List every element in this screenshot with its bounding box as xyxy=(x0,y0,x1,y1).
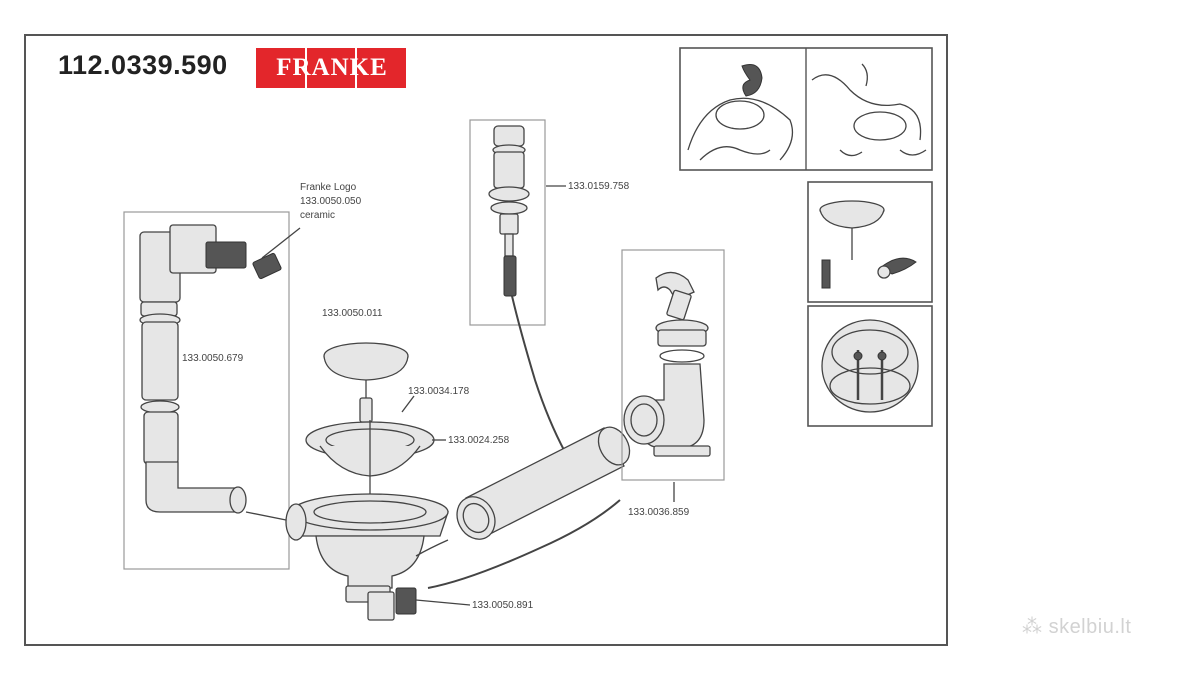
hand-install-illustration xyxy=(687,64,794,161)
strainer-cap-label: 133.0050.011 xyxy=(322,308,383,319)
leader-line xyxy=(261,227,301,259)
cable-knob-frame xyxy=(469,119,546,326)
logo-note-label: Franke Logo xyxy=(300,182,357,193)
logo-cell xyxy=(256,48,307,88)
hand-adjust-illustration xyxy=(811,63,927,157)
watermark: ⁂ skelbiu.lt xyxy=(1022,614,1131,639)
post-label: 133.0034.178 xyxy=(408,386,470,397)
overflow-pipe-label: 133.0050.679 xyxy=(182,353,244,364)
watermark-icon: ⁂ xyxy=(1022,616,1043,638)
brand-name: FRANKE xyxy=(276,54,388,81)
strainer-basket xyxy=(305,420,435,500)
post-part xyxy=(359,397,373,423)
watermark-text: skelbiu.lt xyxy=(1048,616,1132,638)
connection-pipe xyxy=(427,426,631,589)
leader-line xyxy=(401,395,415,413)
basket-underside-illustration xyxy=(821,319,919,413)
part-number: 112.0339.590 xyxy=(58,50,228,80)
trap-frame xyxy=(621,249,725,481)
logo-note-material: ceramic xyxy=(300,210,335,221)
strainer-cap xyxy=(323,342,409,420)
basket-label: 133.0024.258 xyxy=(448,435,510,446)
logo-note-part: 133.0050.050 xyxy=(300,196,362,207)
drain-body xyxy=(285,493,449,621)
drain-body-label: 133.0050.891 xyxy=(472,600,534,611)
overflow-assembly xyxy=(139,224,297,523)
logo-cell xyxy=(357,48,409,88)
cable-knob-label: 133.0159.758 xyxy=(568,181,630,192)
franke-logo: FRANKE xyxy=(256,48,409,88)
leader-line xyxy=(415,599,471,606)
overflow-frame xyxy=(123,211,290,570)
trap-assembly xyxy=(623,271,711,457)
trap-label: 133.0036.859 xyxy=(628,507,690,518)
instruction-panel-middle xyxy=(807,181,933,303)
spare-parts-illustration xyxy=(819,200,917,289)
cable-knob xyxy=(488,125,566,453)
instruction-panel-bottom xyxy=(807,305,933,427)
logo-cell xyxy=(307,48,358,88)
